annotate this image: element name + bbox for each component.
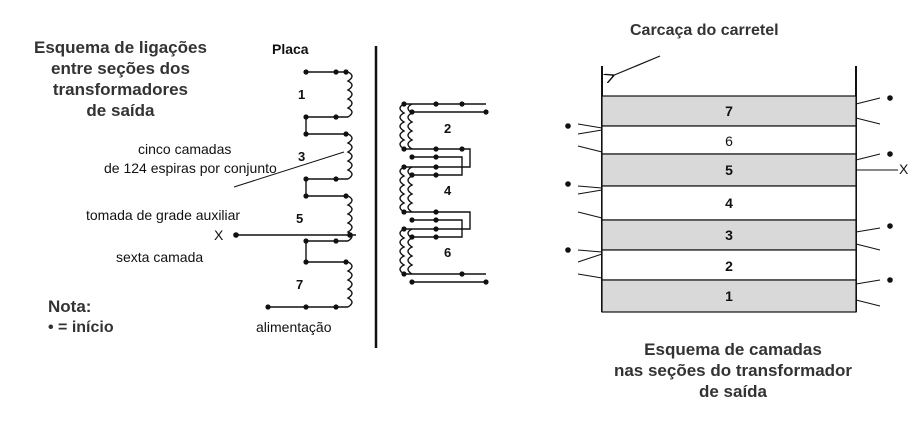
left-title-line: transformadores [52,80,188,99]
carcaca-label: Carcaça do carretel [630,22,779,39]
left-title-line: Esquema de ligações [34,38,207,57]
annotation-sexta-camada: sexta camada [116,249,204,265]
annotation-cinco-camadas: cinco camadas [138,141,232,157]
left-title-line: de saída [86,101,155,120]
layer-label-6: 6 [725,133,733,149]
section-number-7: 7 [296,277,304,292]
left-diagram-title: Esquema de ligações entre seções dos tra… [34,37,207,121]
layer-dots-right [887,95,893,283]
right-title-line: de saída [698,382,768,401]
section-number-5: 5 [296,211,304,226]
layer-label-2: 2 [725,258,733,274]
section-number-6: 6 [444,245,452,260]
nota-title: Nota: [48,297,92,316]
carcaca-arrow [612,55,661,76]
section-number-1: 1 [298,87,306,102]
annotation-arrow [233,151,345,188]
placa-label: Placa [272,41,309,57]
layer-label-1: 1 [725,288,733,304]
nota-text: • = início [48,319,114,336]
x-label-left: X [214,227,224,243]
annotation-tomada-grade: tomada de grade auxiliar [86,207,241,223]
right-title-line: nas seções do transformador [613,361,853,380]
right-title-line: Esquema de camadas [644,340,822,359]
layer-label-3: 3 [725,227,733,243]
layer-label-4: 4 [725,195,733,211]
layer-dots-left [565,123,571,253]
layer-leads-left [577,123,603,279]
secondary-dots [401,101,489,285]
layer-label-5: 5 [725,162,733,178]
right-diagram-title: Esquema de camadas nas seções do transfo… [595,339,871,402]
primary-dots [233,69,353,310]
section-number-4: 4 [444,183,452,198]
annotation-espiras: de 124 espiras por conjunto [104,160,277,176]
section-number-2: 2 [444,121,452,136]
section-number-3: 3 [298,149,306,164]
layer-leads-right [855,97,898,307]
bobbin-layers [601,95,857,313]
left-title-line: entre seções dos [51,59,190,78]
alimentacao-label: alimentação [256,319,332,335]
x-label-right: X [899,161,909,177]
secondary-winding [399,103,486,283]
primary-winding [236,71,356,308]
layer-label-7: 7 [725,103,733,119]
